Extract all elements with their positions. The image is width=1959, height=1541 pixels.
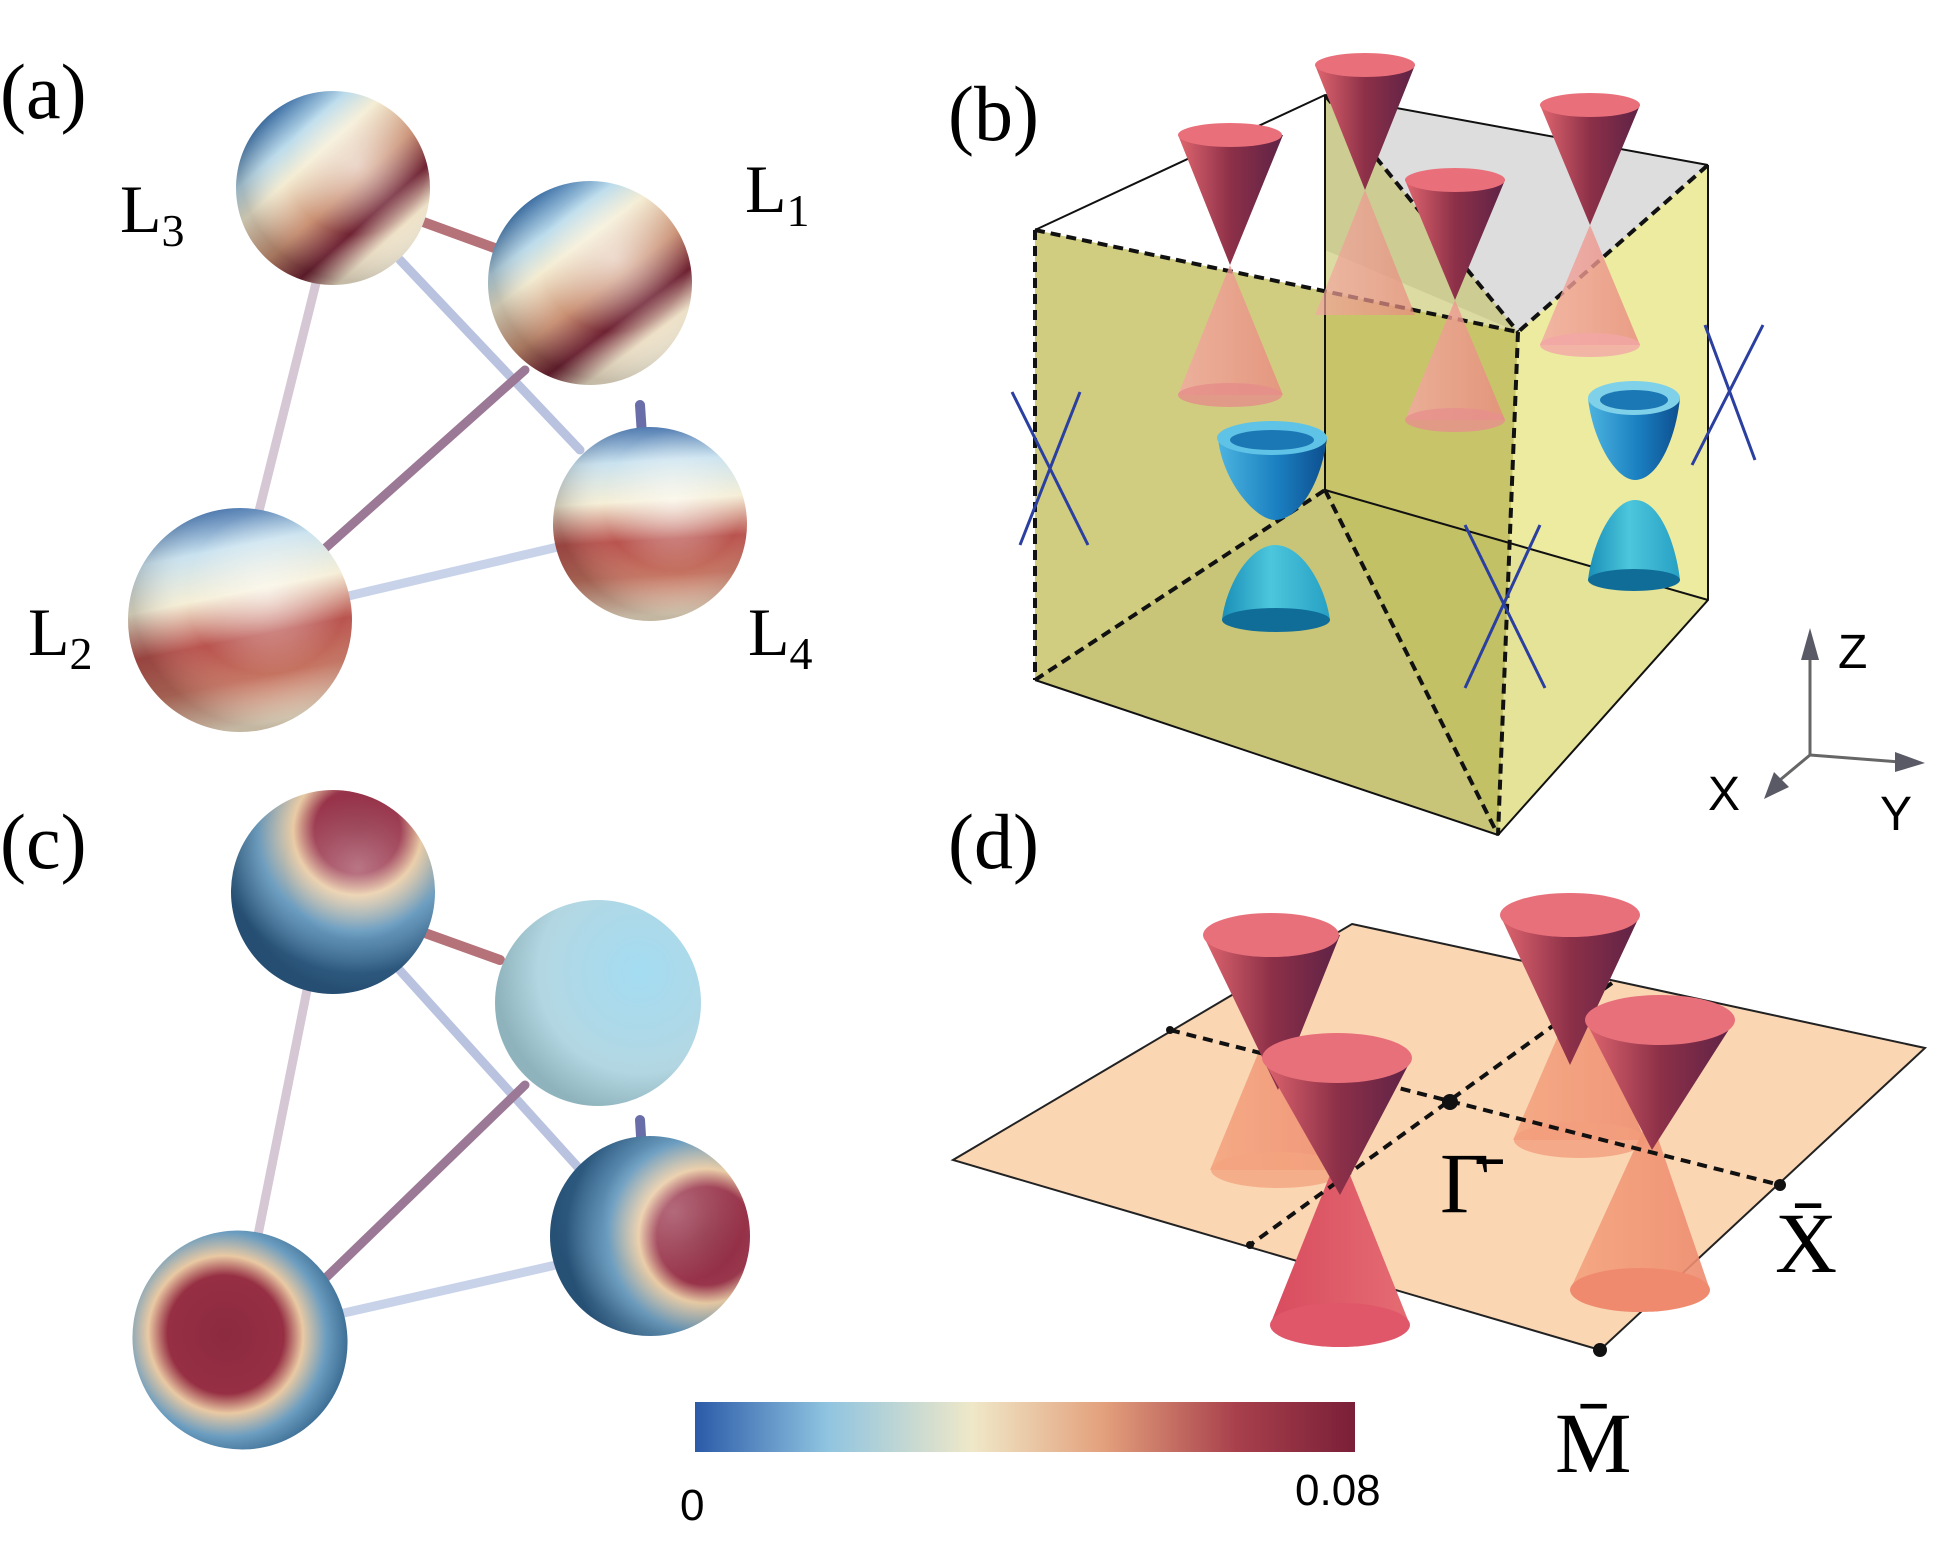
axis-label-z: Z xyxy=(1838,626,1867,679)
panel-c-label: (c) xyxy=(0,798,87,885)
cone-d4 xyxy=(1262,1033,1412,1195)
panel-b: (b) xyxy=(948,53,1925,841)
gamma-point xyxy=(1442,1094,1458,1110)
cone-d1 xyxy=(1203,913,1340,1090)
bond-lines-c xyxy=(250,910,650,1320)
z-arrow-head xyxy=(1801,628,1819,660)
sphere-c-plain xyxy=(495,900,701,1106)
gapped-band-left xyxy=(1217,421,1330,632)
cone-pair-b4 xyxy=(1405,168,1505,432)
bond-l2-l4 xyxy=(335,538,580,603)
node-label-l2: L2 xyxy=(28,594,93,679)
bond-l3-l2 xyxy=(253,270,323,520)
edge-point-left xyxy=(1166,1026,1174,1034)
panel-c: (c) 0 0.08 xyxy=(0,790,1381,1530)
panel-d-label: (d) xyxy=(948,798,1039,885)
band-crossings xyxy=(1010,324,1765,689)
sphere-c-top xyxy=(231,790,435,994)
axis-label-x: X xyxy=(1708,768,1740,821)
sphere-l1 xyxy=(488,181,692,385)
panel-b-label: (b) xyxy=(948,70,1039,157)
bond-l2-l1 xyxy=(307,365,530,565)
panel-a: (a) L3 L1 L2 L4 xyxy=(0,48,813,732)
sphere-c-right xyxy=(550,1136,750,1336)
point-label-m: M̄ xyxy=(1555,1395,1631,1491)
colorbar xyxy=(695,1402,1355,1452)
cone-d3 xyxy=(1585,995,1735,1150)
panel-d: (d) xyxy=(948,798,1928,1491)
upper-cones-d xyxy=(1203,893,1735,1195)
y-arrow-head xyxy=(1895,752,1925,772)
colorbar-max-label: 0.08 xyxy=(1295,1466,1381,1515)
edge-point-bottom xyxy=(1246,1241,1254,1249)
bond-l3-l4 xyxy=(395,255,585,455)
cone-pair-b2 xyxy=(1315,53,1415,315)
cone-d2 xyxy=(1500,893,1640,1065)
sphere-c-bottom-left xyxy=(132,1230,348,1450)
sphere-l3 xyxy=(236,91,430,285)
colorbar-min-label: 0 xyxy=(680,1481,704,1530)
node-label-l1: L1 xyxy=(745,151,810,236)
x-arrow-head xyxy=(1764,772,1789,799)
gapped-band-right xyxy=(1588,381,1680,591)
axes-indicator: Z X Y xyxy=(1708,626,1925,841)
node-label-l3: L3 xyxy=(120,171,185,256)
axis-label-y: Y xyxy=(1880,788,1912,841)
node-label-l4: L4 xyxy=(748,594,813,679)
panel-a-label: (a) xyxy=(0,48,87,135)
cone-pair-b3 xyxy=(1540,93,1640,357)
m-point xyxy=(1593,1343,1607,1357)
sphere-l4 xyxy=(553,427,747,621)
point-label-x: X̄ xyxy=(1775,1195,1837,1291)
sphere-l2 xyxy=(128,508,352,732)
x-point xyxy=(1774,1179,1786,1191)
cone-pair-b1 xyxy=(1178,123,1283,407)
